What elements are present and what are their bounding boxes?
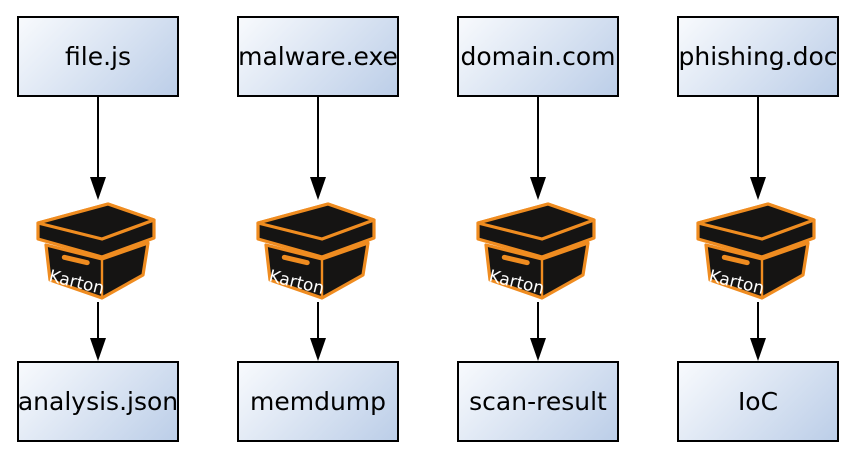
arrowhead-icon	[530, 177, 546, 200]
output-node-label: memdump	[249, 387, 387, 416]
arrowhead-icon	[530, 338, 546, 361]
pipeline-column: domain.com Karton scan-result	[457, 16, 619, 458]
down-arrow	[530, 97, 546, 200]
output-node: scan-result	[457, 361, 619, 442]
down-arrow	[310, 302, 326, 361]
input-node: domain.com	[457, 16, 619, 97]
input-node: file.js	[17, 16, 179, 97]
arrow-line	[317, 97, 319, 177]
down-arrow	[90, 302, 106, 361]
down-arrow	[90, 97, 106, 200]
arrowhead-icon	[310, 177, 326, 200]
output-node-label: analysis.json	[17, 387, 179, 416]
output-node: analysis.json	[17, 361, 179, 442]
down-arrow	[750, 97, 766, 200]
arrow-line	[537, 97, 539, 177]
arrowhead-icon	[90, 338, 106, 361]
input-node-label: file.js	[65, 42, 131, 71]
arrowhead-icon	[750, 338, 766, 361]
arrowhead-icon	[90, 177, 106, 200]
arrow-line	[317, 302, 319, 338]
arrow-line	[97, 97, 99, 177]
input-node: malware.exe	[237, 16, 399, 97]
output-node-label: IoC	[737, 387, 779, 416]
input-node: phishing.doc	[677, 16, 839, 97]
output-node-label: scan-result	[469, 387, 607, 416]
karton-box-icon: Karton	[696, 202, 816, 300]
karton-box-icon: Karton	[476, 202, 596, 300]
down-arrow	[750, 302, 766, 361]
pipeline-column: phishing.doc Karton IoC	[677, 16, 839, 458]
input-node-label: phishing.doc	[678, 42, 838, 71]
down-arrow	[310, 97, 326, 200]
arrow-line	[537, 302, 539, 338]
arrow-line	[97, 302, 99, 338]
input-node-label: domain.com	[460, 42, 616, 71]
karton-box-icon: Karton	[36, 202, 156, 300]
arrow-line	[757, 97, 759, 177]
arrowhead-icon	[750, 177, 766, 200]
input-node-label: malware.exe	[238, 42, 398, 71]
karton-box-icon: Karton	[256, 202, 376, 300]
output-node: memdump	[237, 361, 399, 442]
arrow-line	[757, 302, 759, 338]
down-arrow	[530, 302, 546, 361]
output-node: IoC	[677, 361, 839, 442]
arrowhead-icon	[310, 338, 326, 361]
pipeline-column: malware.exe Karton memdump	[237, 16, 399, 458]
pipeline-column: file.js Karton analysis.json	[17, 16, 179, 458]
